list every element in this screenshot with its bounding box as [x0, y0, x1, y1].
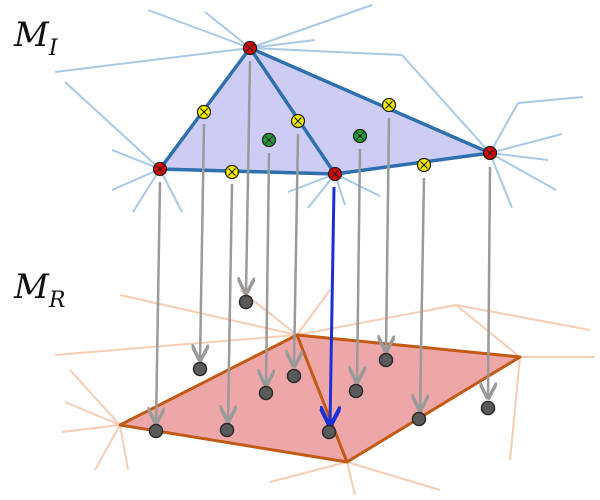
projection-arrow: [200, 123, 204, 360]
projection-arrows: [156, 60, 490, 425]
top-mesh-label-sub: I: [48, 36, 59, 61]
vertex-marker: [242, 40, 258, 56]
edge-marker: [416, 157, 432, 173]
projection-arrow: [156, 181, 160, 423]
projected-point: [321, 424, 337, 440]
vertex-marker: [152, 161, 168, 177]
bottom-mesh-label: MR: [13, 267, 65, 313]
bottom-mesh-context-lines: [54, 289, 595, 496]
projection-arrow: [228, 183, 232, 421]
projected-point: [348, 383, 364, 399]
projected-point: [148, 423, 164, 439]
projection-arrow: [488, 166, 490, 398]
projection-arrow: [357, 148, 360, 382]
projected-point: [219, 422, 235, 438]
top-mesh-label: MI: [13, 15, 59, 61]
bottom-mesh-label-sub: R: [48, 288, 66, 313]
projected-points: [148, 294, 496, 440]
top-mesh-context-lines: [54, 4, 584, 213]
projected-point: [378, 352, 394, 368]
projected-point: [238, 294, 254, 310]
projection-arrow-highlighted: [330, 186, 334, 425]
projected-point: [480, 400, 496, 416]
vertex-marker: [482, 145, 498, 161]
edge-marker: [381, 97, 397, 113]
edge-marker: [224, 164, 240, 180]
projection-arrow: [386, 117, 389, 351]
projection-arrow: [294, 133, 298, 366]
top-mesh-triangles: [160, 48, 490, 174]
edge-marker: [290, 113, 306, 129]
bottom-mesh-label-main: M: [13, 267, 50, 307]
vertex-marker: [327, 166, 343, 182]
face-marker: [261, 132, 277, 148]
projected-point: [258, 385, 274, 401]
bottom-mesh-edges: [118, 333, 522, 464]
projected-point: [411, 411, 427, 427]
top-mesh: [54, 4, 584, 213]
sample-markers: [152, 40, 498, 182]
top-mesh-label-main: M: [13, 15, 50, 55]
projection-arrow: [246, 60, 250, 293]
projection-arrow: [420, 177, 424, 410]
projected-point: [192, 361, 208, 377]
projection-arrow: [266, 152, 269, 385]
bottom-mesh: [54, 289, 595, 496]
edge-marker: [196, 104, 212, 120]
face-marker: [352, 128, 368, 144]
projected-point: [286, 368, 302, 384]
